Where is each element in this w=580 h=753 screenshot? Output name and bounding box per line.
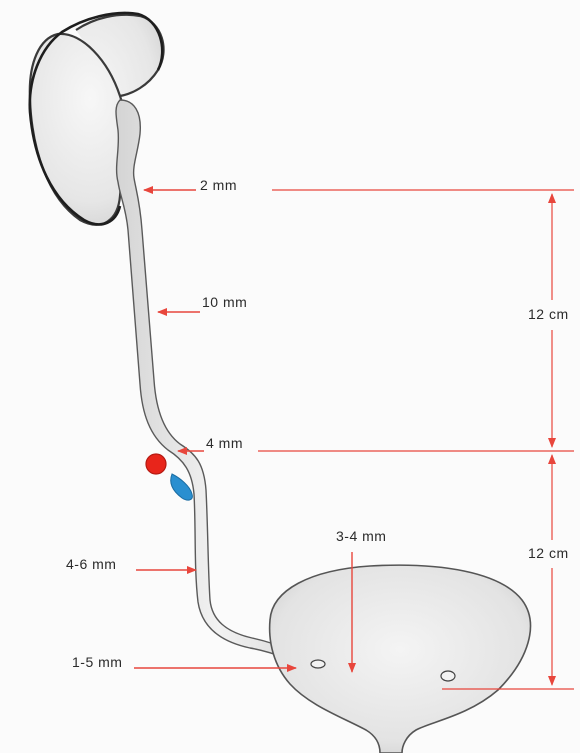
iliac-vein [171, 474, 193, 500]
ureteric-orifice-right [441, 671, 455, 681]
pelvic-label: 4-6 mm [66, 556, 116, 572]
upper-length-label: 12 cm [528, 306, 569, 322]
lumbar-label: 10 mm [202, 294, 247, 310]
intramural-length-label: 3-4 mm [336, 528, 386, 544]
iliac-crossing-label: 4 mm [206, 435, 243, 451]
kidney [30, 15, 164, 225]
ureteric-orifice-left [311, 660, 325, 668]
iliac-artery [146, 454, 166, 474]
intramural-wall-label: 1-5 mm [72, 654, 122, 670]
bladder [270, 565, 531, 753]
pelviureteric-label: 2 mm [200, 177, 237, 193]
lower-length-label: 12 cm [528, 545, 569, 561]
